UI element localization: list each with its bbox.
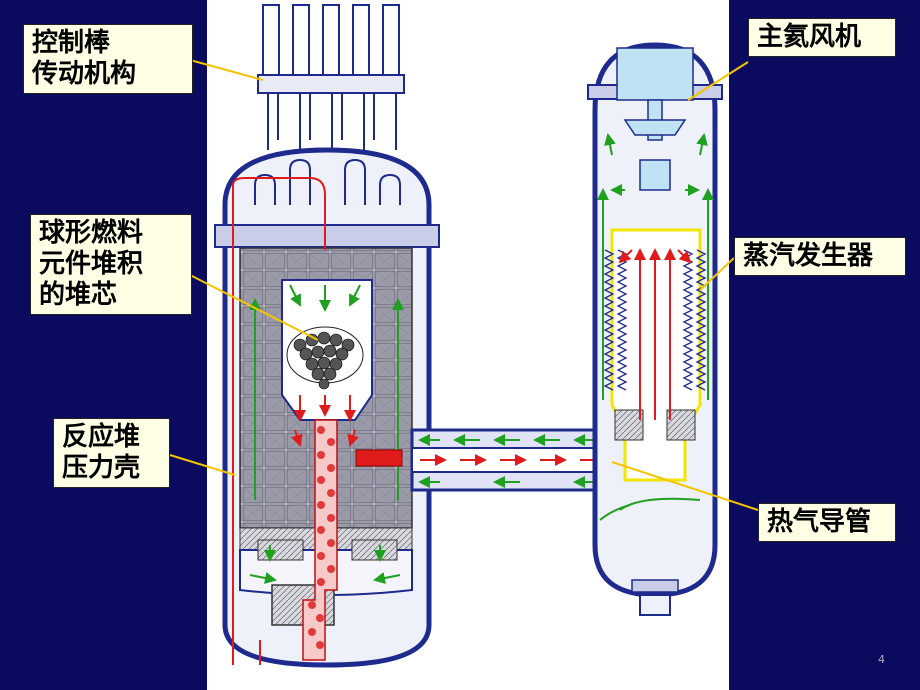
label-line: 的堆芯	[39, 280, 118, 310]
label-line: 蒸汽发生器	[743, 241, 874, 271]
label-steam-generator: 蒸汽发生器	[734, 237, 906, 276]
label-pressure-vessel: 反应堆 压力壳	[53, 418, 170, 488]
label-line: 压力壳	[62, 453, 141, 483]
label-hot-gas-duct: 热气导管	[758, 503, 896, 542]
label-line: 主氦风机	[757, 22, 862, 52]
leader-lines	[169, 59, 759, 511]
label-control-rod-drive: 控制棒 传动机构	[23, 24, 193, 94]
blower-unit	[616, 47, 694, 191]
label-line: 反应堆	[62, 422, 141, 452]
steam-generator-vessel	[587, 42, 723, 616]
label-line: 热气导管	[767, 507, 872, 537]
label-line: 球形燃料	[39, 218, 144, 248]
label-line: 控制棒	[32, 28, 111, 58]
page-number: 4	[878, 653, 885, 666]
label-blower: 主氦风机	[748, 18, 896, 57]
label-line: 元件堆积	[39, 249, 144, 279]
reactor-flow-arrows	[249, 284, 404, 584]
label-line: 传动机构	[32, 59, 137, 89]
pebble-bed-core	[286, 326, 364, 661]
control-rod-drives	[257, 4, 405, 150]
label-pebble-bed-core: 球形燃料 元件堆积 的堆芯	[30, 214, 192, 315]
